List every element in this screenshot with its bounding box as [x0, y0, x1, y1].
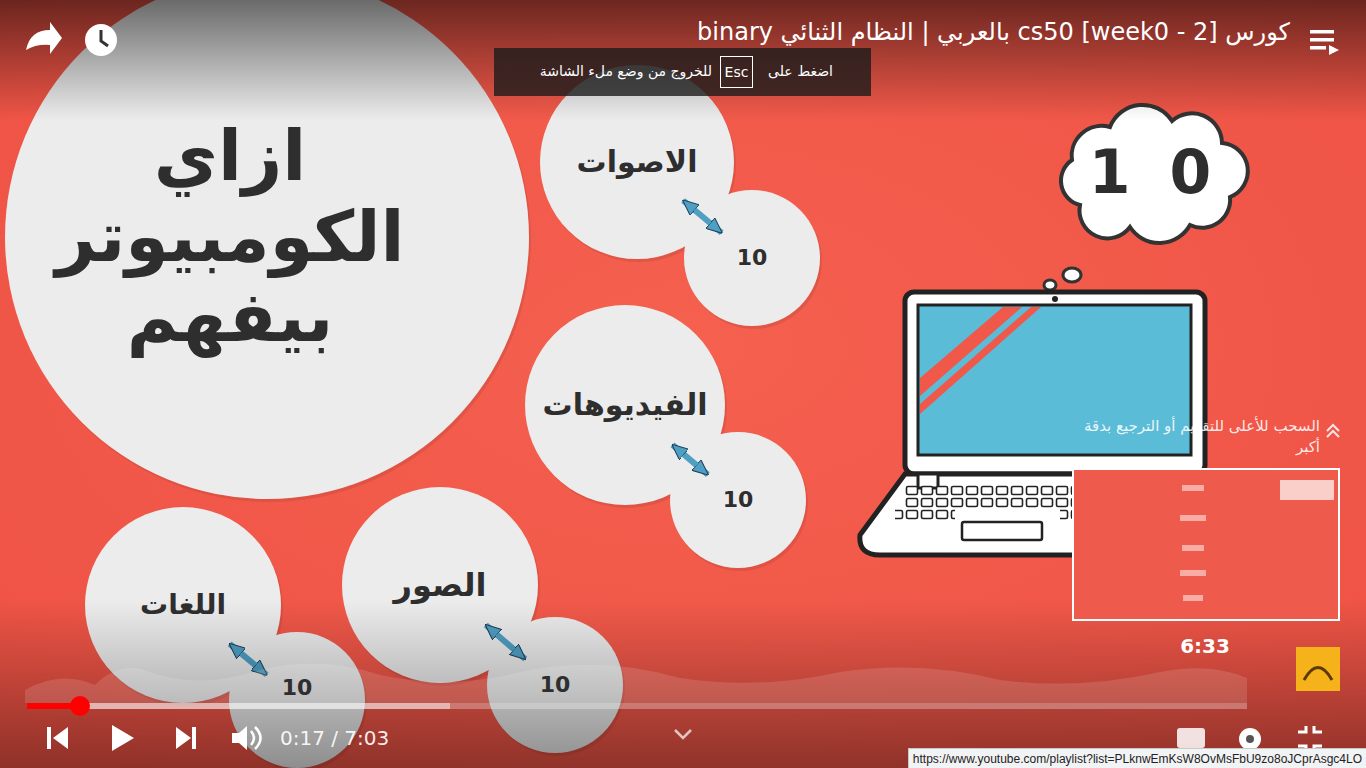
topic-label: الفيديوهات	[543, 388, 708, 423]
thought-bubble	[1044, 280, 1056, 290]
binary-circle: 10	[684, 190, 820, 326]
control-icons	[47, 725, 261, 751]
title-circle: ازاي الكومبيوتر بيفهم	[5, 0, 529, 499]
topic-label: 10	[737, 245, 768, 270]
seek-hint: السحب للأعلى للتقديم أو الترجيع بدقة أكب…	[1076, 416, 1320, 458]
channel-logo-mark	[1304, 668, 1332, 681]
tooltip-box	[494, 48, 871, 96]
key-cap: Esc	[720, 56, 753, 88]
topic-label: اللغات	[140, 589, 226, 621]
bottom-shade	[0, 600, 1366, 768]
topic-label: 10	[540, 672, 571, 697]
share-icon	[26, 22, 62, 54]
double-arrow	[683, 201, 722, 233]
progress-knob	[70, 696, 90, 716]
link-status-bar: https://www.youtube.com/playlist?list=PL…	[908, 748, 1366, 768]
watch-later-icon	[85, 24, 117, 56]
binary-digits: 1 0	[1089, 138, 1211, 207]
subtitles-icon	[1177, 728, 1205, 748]
preview-time: 6:33	[1165, 634, 1245, 658]
progress-track	[27, 703, 1247, 709]
thought-cloud: 1 0	[1050, 105, 1250, 240]
double-arrow	[230, 644, 267, 675]
topic-label: الصور	[394, 567, 487, 604]
thought-bubble	[1063, 268, 1081, 282]
time-display: 0:17 / 7:03	[280, 726, 389, 750]
double-arrow	[673, 445, 708, 475]
progress-played	[27, 703, 80, 709]
progress-buffered	[27, 703, 450, 709]
binary-circle: 10	[487, 617, 623, 753]
double-chevron	[1327, 425, 1339, 437]
playlist-icon	[1310, 30, 1339, 55]
settings-icon	[1239, 728, 1261, 750]
topic-label: 10	[282, 675, 313, 700]
slide-heading: ازاي الكومبيوتر بيفهم	[30, 116, 430, 358]
preview-thumbnail	[1073, 469, 1339, 620]
double-arrow	[486, 625, 525, 659]
binary-circle: 10	[670, 432, 806, 568]
heatmap-wave	[25, 664, 1247, 703]
topic-label: الاصوات	[577, 145, 698, 180]
topic-label: 10	[723, 487, 754, 512]
channel-logo	[1296, 647, 1340, 691]
tooltip-text: اضغط على	[757, 63, 833, 79]
chevron-down	[675, 730, 691, 738]
video-title: كورس cs50 [week0 - 2] بالعربي | النظام ا…	[697, 18, 1290, 46]
top-shade	[0, 0, 1366, 120]
tooltip-text: للخروج من وضع ملء الشاشة	[506, 63, 712, 79]
